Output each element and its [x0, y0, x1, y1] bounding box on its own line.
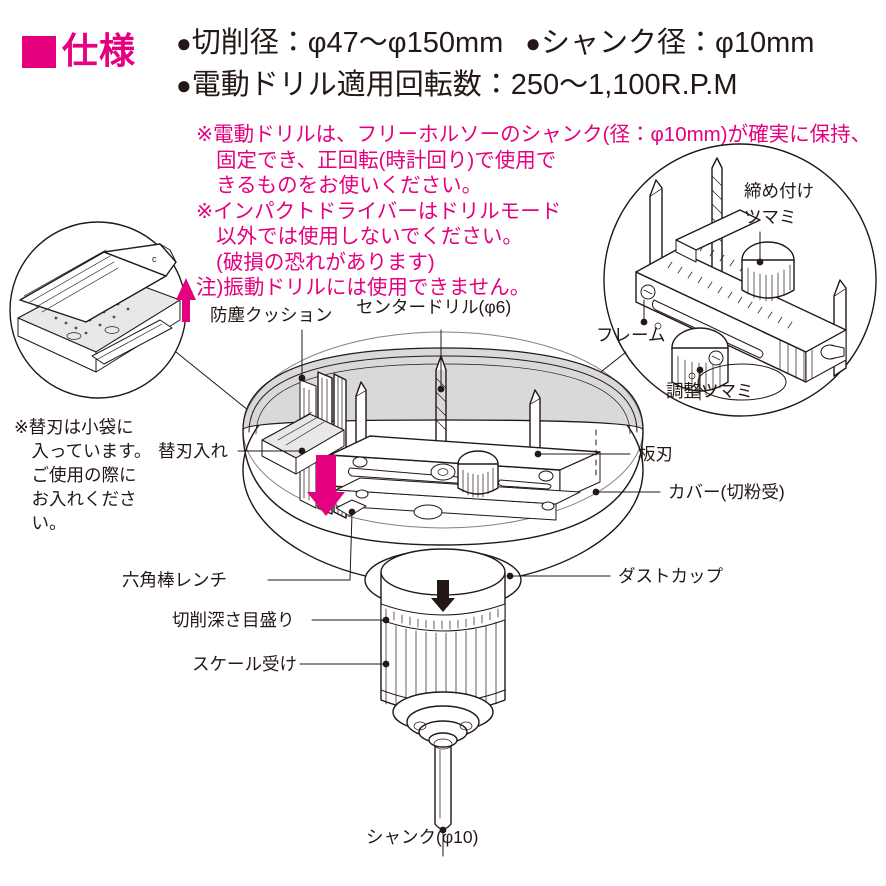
label-hex-wrench: 六角棒レンチ: [122, 570, 227, 590]
label-frame: フレーム: [596, 325, 666, 345]
spec-line-2: ●電動ドリル適用回転数：250〜1,100R.P.M: [176, 64, 882, 106]
label-center-drill: センタードリル(φ6): [356, 297, 512, 317]
left-side-note: ※替刃は小袋に 入っています。 ご使用の際に お入れくださ い。: [14, 417, 152, 533]
spec-bullet: ●: [525, 28, 542, 58]
center-clamp-knob-shape: [457, 450, 499, 498]
black-down-arrow-icon: [431, 580, 455, 612]
label-cover: カバー(切粉受): [668, 482, 785, 502]
pink-square-marker-icon: [22, 36, 56, 68]
spec-rpm: 電動ドリル適用回転数：250〜1,100R.P.M: [191, 69, 738, 101]
label-scale-holder: スケール受け: [192, 654, 297, 674]
spec-bullet: ●: [176, 28, 192, 58]
label-depth-scale: 切削深さ目盛り: [172, 610, 295, 630]
caution-line: 固定でき、正回転(時計回り)で使用で: [216, 148, 557, 172]
spec-lines: ●切削径：φ47〜φ150mm●シャンク径：φ10mm ●電動ドリル適用回転数：…: [176, 22, 882, 106]
label-clamp-knob: 締め付け ツマミ: [744, 181, 814, 227]
label-plate-blade: 板刃: [638, 444, 673, 464]
spec-cutting-diameter: 切削径：φ47〜φ150mm: [191, 27, 504, 59]
caution-line: ※インパクトドライバーはドリルモード: [196, 199, 562, 223]
page-title: 仕様: [62, 30, 137, 71]
caution-line: ※電動ドリルは、フリーホルソーのシャンク(径：φ10mm)が確実に保持、: [196, 123, 872, 146]
magenta-down-arrow-icon: [307, 455, 345, 516]
caution-line: 以外では使用しないでください。: [216, 225, 523, 248]
spec-line-1: ●切削径：φ47〜φ150mm●シャンク径：φ10mm: [176, 22, 882, 64]
leader-dots: [298, 258, 764, 834]
magenta-up-arrow-icon: [176, 278, 196, 322]
caution-block: ※電動ドリルは、フリーホルソーのシャンク(径：φ10mm)が確実に保持、 固定で…: [196, 122, 886, 301]
svg-text:c: c: [152, 254, 157, 264]
caution-line: (破損の恐れがあります): [216, 250, 435, 274]
label-blade-holder: 替刃入れ: [158, 441, 228, 461]
spec-header: 仕様 ●切削径：φ47〜φ150mm●シャンク径：φ10mm ●電動ドリル適用回…: [0, 22, 886, 118]
label-shank: シャンク(φ10): [366, 827, 479, 847]
label-dust-cup: ダストカップ: [618, 566, 723, 586]
spec-bullet: ●: [176, 70, 192, 100]
caution-line: 注)振動ドリルには使用できません。: [196, 276, 531, 299]
label-dust-cushion: 防塵クッション: [210, 305, 333, 325]
label-adjust-knob: 調整ツマミ: [666, 381, 754, 401]
main-hole-saw-assembly: [242, 331, 644, 830]
caution-line: きるものをお使いください。: [216, 174, 483, 197]
spec-shank-diameter: シャンク径：φ10mm: [541, 27, 815, 59]
